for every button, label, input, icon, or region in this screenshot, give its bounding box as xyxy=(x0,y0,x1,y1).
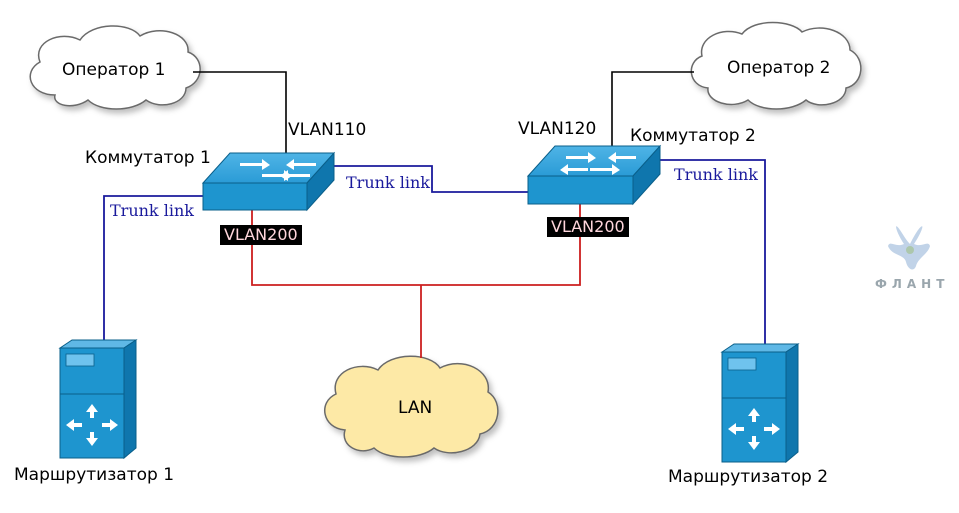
switch-2-label: Коммутатор 2 xyxy=(630,126,756,146)
switch-1-label: Коммутатор 1 xyxy=(85,148,211,168)
trunk-link-left-label: Trunk link xyxy=(110,201,194,220)
trunk-link-right-label: Trunk link xyxy=(674,165,758,184)
link-operator1-switch1 xyxy=(193,71,287,160)
vlan200-right-badge: VLAN200 xyxy=(547,217,629,237)
switch-2 xyxy=(526,144,662,206)
link-trunk-switch2-router2 xyxy=(660,159,766,346)
router-arrows-icon xyxy=(728,408,780,450)
link-trunk-switch1-switch2 xyxy=(332,165,528,193)
router-2 xyxy=(720,343,800,464)
vlan200-left-badge: VLAN200 xyxy=(220,225,302,245)
cloud-operator-1-label: Оператор 1 xyxy=(62,60,166,80)
flant-logo-icon xyxy=(888,226,930,270)
cloud-operator-2-label: Оператор 2 xyxy=(727,58,831,78)
router-1-label: Маршрутизатор 1 xyxy=(14,465,175,485)
switch-arrows-icon xyxy=(560,152,636,175)
link-vlan200 xyxy=(251,200,581,286)
link-operator2-switch2 xyxy=(611,71,694,150)
vlan110-label: VLAN110 xyxy=(288,120,367,140)
trunk-link-center-label: Trunk link xyxy=(346,173,430,192)
router-1 xyxy=(58,339,138,460)
router-2-label: Маршрутизатор 2 xyxy=(668,467,829,487)
router-arrows-icon xyxy=(66,404,118,446)
cloud-operator-1 xyxy=(29,25,201,110)
switch-1 xyxy=(201,151,336,212)
vlan120-label: VLAN120 xyxy=(518,119,597,139)
flant-logo-text: ФЛАНТ xyxy=(875,277,950,291)
link-trunk-switch1-router1 xyxy=(103,195,203,342)
cloud-operator-2 xyxy=(690,21,862,110)
cloud-lan-label: LAN xyxy=(398,398,433,418)
cloud-lan xyxy=(324,355,499,458)
switch-arrows-icon xyxy=(240,159,316,181)
